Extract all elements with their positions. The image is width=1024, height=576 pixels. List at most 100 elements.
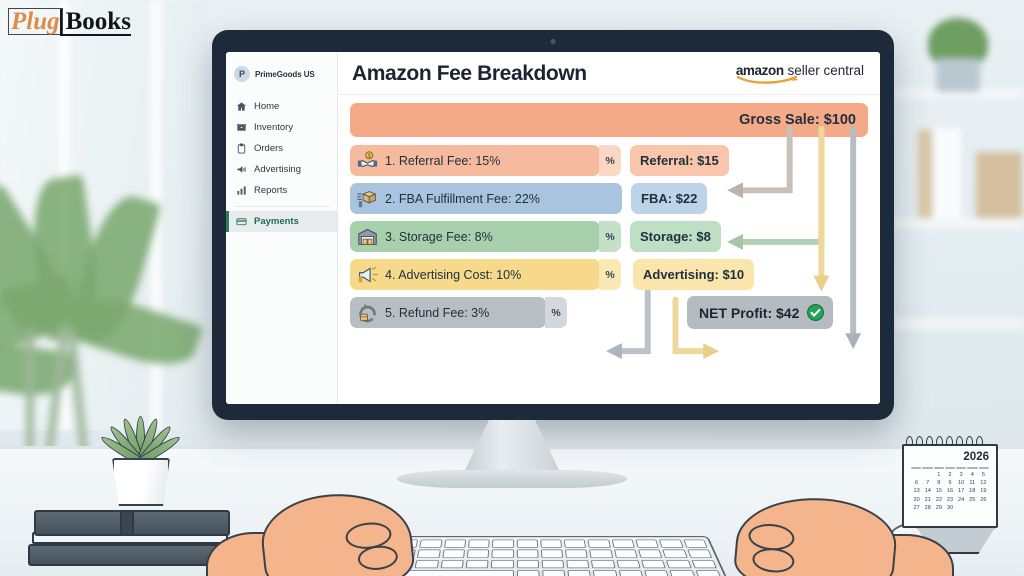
percent-badge: % — [599, 259, 621, 290]
fee-label: 2. FBA Fulfillment Fee: 22% — [385, 191, 540, 206]
calendar-day: 26 — [980, 496, 987, 503]
fee-row-advertising: 4. Advertising Cost: 10% % Advertising: … — [350, 259, 868, 290]
monitor: P PrimeGoods US Home Inventory Orders — [212, 30, 894, 420]
fee-bar-storage[interactable]: 3. Storage Fee: 8% — [350, 221, 600, 252]
fee-bar-referral[interactable]: $ 1. Referral Fee: 15% — [350, 145, 600, 176]
chip-label: Advertising: $10 — [643, 267, 745, 282]
fee-breakdown-canvas: Gross Sale: $100 $ — [338, 95, 880, 403]
sidebar-item-payments[interactable]: Payments — [226, 211, 337, 232]
sidebar-item-home[interactable]: Home — [226, 96, 337, 117]
desk-succulent-plant — [96, 402, 186, 506]
chip-fba[interactable]: FBA: $22 — [631, 183, 708, 214]
sidebar-item-label: Payments — [254, 216, 299, 227]
calendar-day: 29 — [935, 505, 942, 512]
page-title: Amazon Fee Breakdown — [352, 62, 587, 85]
fee-row-refund: 5. Refund Fee: 3% % NET Profit: $42 — [350, 296, 868, 329]
chip-advertising[interactable]: Advertising: $10 — [633, 259, 755, 290]
sidebar-item-orders[interactable]: Orders — [226, 138, 337, 159]
calendar-day: 14 — [924, 488, 931, 495]
calendar-day: 27 — [913, 505, 920, 512]
handshake-money-icon: $ — [357, 151, 378, 168]
sidebar-item-advertising[interactable]: Advertising — [226, 159, 337, 180]
fee-bar-refund[interactable]: 5. Refund Fee: 3% — [350, 297, 546, 328]
background-plant — [0, 174, 224, 508]
sidebar-item-inventory[interactable]: Inventory — [226, 117, 337, 138]
calendar-day: 18 — [969, 488, 976, 495]
refund-return-icon — [359, 303, 376, 323]
calendar-day: 24 — [958, 496, 965, 503]
app-topbar: Amazon Fee Breakdown amazon seller centr… — [338, 52, 880, 95]
calendar-day: 6 — [915, 479, 919, 486]
net-profit-label: NET Profit: $42 — [699, 304, 800, 321]
calendar-day: 30 — [946, 505, 954, 512]
net-profit-chip[interactable]: NET Profit: $42 — [687, 296, 834, 329]
warehouse-icon — [358, 228, 377, 245]
gross-sale-label: Gross Sale: $100 — [739, 112, 856, 128]
calendar-day: 5 — [981, 471, 985, 478]
book-stack — [28, 492, 263, 566]
orders-clipboard-icon — [237, 143, 246, 154]
fee-label: 3. Storage Fee: 8% — [385, 229, 493, 244]
chip-label: FBA: $22 — [641, 191, 698, 206]
calendar-day — [911, 471, 922, 479]
chip-label: Storage: $8 — [640, 229, 711, 244]
seller-central-text: seller central — [787, 62, 864, 78]
sidebar-item-label: Inventory — [254, 122, 294, 133]
calendar-day: 1 — [937, 471, 941, 478]
calendar-day: 20 — [913, 496, 920, 503]
calendar-day: 8 — [937, 479, 941, 486]
megaphone-icon — [237, 166, 246, 173]
fee-rows: $ 1. Referral Fee: 15% % Referral: $15 — [350, 145, 868, 329]
chip-storage[interactable]: Storage: $8 — [630, 221, 721, 252]
svg-text:$: $ — [368, 154, 371, 160]
calendar-day: 12 — [980, 479, 987, 486]
calendar-day: 16 — [946, 488, 954, 495]
calendar-day — [967, 504, 978, 512]
parcel-delivery-icon — [357, 190, 377, 208]
inventory-icon — [236, 124, 247, 131]
chip-referral[interactable]: Referral: $15 — [630, 145, 729, 176]
calendar-day: 17 — [958, 488, 965, 495]
payments-card-icon — [236, 218, 247, 226]
app-main: Amazon Fee Breakdown amazon seller centr… — [338, 52, 880, 404]
background-shelving — [884, 0, 1024, 330]
sidebar-item-reports[interactable]: Reports — [226, 180, 337, 201]
app-screen: P PrimeGoods US Home Inventory Orders — [226, 52, 880, 404]
calendar-year: 2026 — [963, 451, 989, 463]
calendar-day: 11 — [969, 479, 976, 486]
amazon-seller-central-logo: amazon seller central — [736, 64, 866, 85]
brand-name: PrimeGoods US — [255, 69, 315, 79]
percent-badge: % — [545, 297, 567, 328]
percent-badge: % — [599, 145, 621, 176]
sidebar-brand[interactable]: P PrimeGoods US — [226, 62, 337, 94]
amazon-smile-icon — [736, 76, 798, 85]
fee-label: 4. Advertising Cost: 10% — [385, 267, 522, 282]
sidebar-divider — [234, 206, 329, 207]
calendar-day: 25 — [969, 496, 976, 503]
watermark-plug: Plug — [8, 8, 63, 35]
sidebar-item-label: Home — [254, 101, 280, 112]
fee-row-referral: $ 1. Referral Fee: 15% % Referral: $15 — [350, 145, 868, 176]
calendar-day: 28 — [924, 505, 931, 512]
calendar-day: 9 — [948, 479, 952, 486]
calendar-day: 4 — [970, 471, 974, 478]
sidebar-item-label: Advertising — [254, 164, 301, 175]
app-sidebar: P PrimeGoods US Home Inventory Orders — [226, 52, 338, 404]
monitor-base — [397, 470, 627, 488]
check-circle-icon — [807, 304, 825, 321]
amazon-wordmark: amazon — [735, 62, 784, 78]
avatar: P — [234, 66, 250, 82]
fee-bar-fba[interactable]: 2. FBA Fulfillment Fee: 22% — [350, 183, 622, 214]
bar-chart-icon — [237, 186, 246, 195]
finger — [751, 546, 796, 575]
calendar-day — [922, 471, 933, 479]
home-icon — [236, 102, 247, 111]
watermark-books: Books — [59, 9, 131, 36]
calendar-day: 10 — [958, 479, 965, 486]
fee-bar-advertising[interactable]: 4. Advertising Cost: 10% — [350, 259, 600, 290]
calendar-day: 3 — [959, 471, 963, 478]
fee-label: 5. Refund Fee: 3% — [385, 305, 490, 320]
